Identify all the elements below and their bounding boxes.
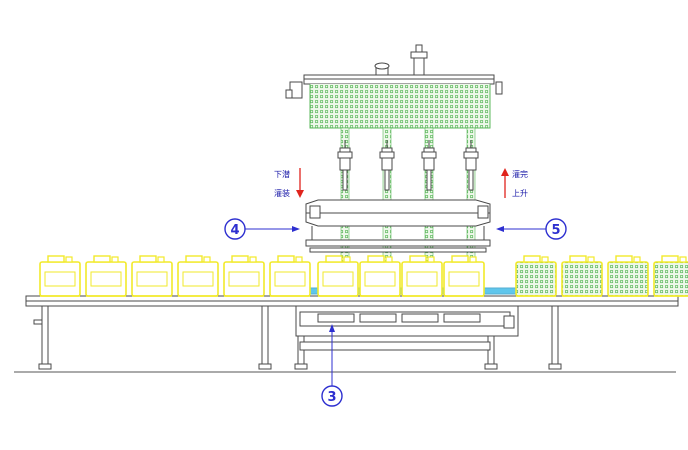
callout-4-text: 4 xyxy=(230,223,239,238)
filling-container-3 xyxy=(401,255,443,297)
label-up-done: 灌完 上升 xyxy=(501,168,528,198)
label-down-fill-line1: 下潜 xyxy=(274,169,290,179)
empty-container-6 xyxy=(269,255,311,297)
callout-3: 3 xyxy=(321,324,343,407)
containers xyxy=(39,255,688,297)
filled-container-4 xyxy=(653,255,688,297)
callout-5: 5 xyxy=(496,218,567,240)
filling-container-2 xyxy=(359,255,401,297)
filling-container-4 xyxy=(443,255,485,297)
empty-container-2 xyxy=(85,255,127,297)
conveyor-legs xyxy=(38,305,562,370)
label-down-fill-line2: 灌装 xyxy=(274,188,290,198)
label-down-fill: 下潜 灌装 xyxy=(274,168,304,198)
empty-container-1 xyxy=(39,255,81,297)
empty-container-3 xyxy=(131,255,173,297)
callout-5-text: 5 xyxy=(551,223,560,238)
down-arrowhead-icon xyxy=(296,190,304,198)
filled-container-3 xyxy=(607,255,649,297)
lifting-frame xyxy=(305,199,491,253)
label-up-done-line1: 灌完 xyxy=(512,169,528,179)
callout-3-text: 3 xyxy=(327,390,336,405)
up-arrowhead-icon xyxy=(501,168,509,176)
filling-container-1 xyxy=(317,255,359,297)
empty-container-5 xyxy=(223,255,265,297)
callout-4: 4 xyxy=(224,218,300,240)
filled-container-2 xyxy=(561,255,603,297)
label-up-done-line2: 上升 xyxy=(512,189,528,198)
empty-container-4 xyxy=(177,255,219,297)
filled-container-1 xyxy=(515,255,557,297)
liquid-tank xyxy=(285,44,503,129)
